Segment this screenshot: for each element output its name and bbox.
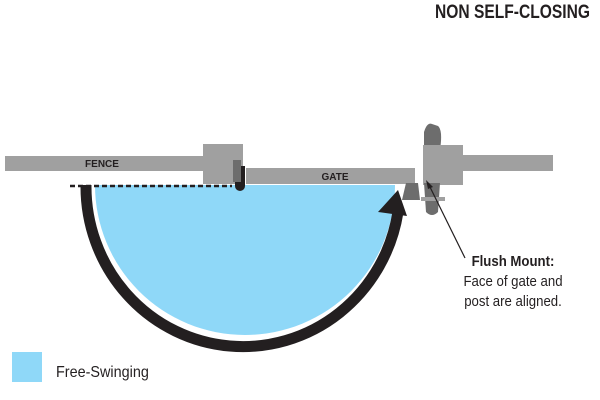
pointer-arrowhead (426, 180, 433, 189)
flush-mount-note: Flush Mount: Face of gate and post are a… (447, 252, 579, 312)
fence-left (5, 156, 205, 171)
swing-area (95, 185, 395, 335)
hinge-plate (233, 160, 241, 182)
pointer-line (427, 182, 466, 259)
fence-label: FENCE (85, 159, 119, 170)
note-line-1: Face of gate and (463, 273, 563, 290)
swing-arrowhead (378, 190, 407, 216)
latch-bolt (421, 197, 445, 201)
latch-post (423, 145, 463, 185)
diagram-title: NON SELF-CLOSING (435, 2, 590, 23)
legend: Free-Swinging (12, 352, 159, 382)
latch-top-icon (424, 123, 442, 150)
gate-panel (246, 168, 415, 184)
legend-swatch (12, 352, 42, 382)
note-heading: Flush Mount: (471, 253, 555, 270)
legend-label: Free-Swinging (56, 364, 149, 381)
note-line-2: post are aligned. (464, 293, 562, 310)
gate-latch-icon (402, 183, 420, 200)
swing-arc (80, 184, 404, 353)
gate-label: GATE (321, 172, 348, 183)
fence-right (462, 155, 553, 171)
